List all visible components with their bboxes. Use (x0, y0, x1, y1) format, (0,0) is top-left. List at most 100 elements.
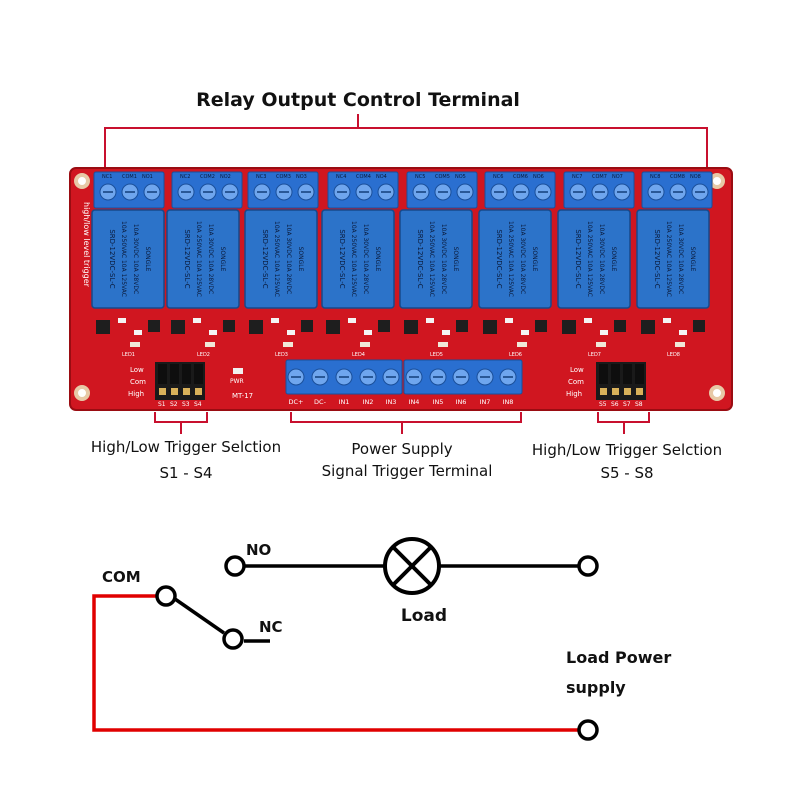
mounting-holes (74, 173, 725, 401)
relay-text: 10A 30VDC 10A 28VDC (132, 224, 139, 294)
relay-text: SRD-12VDC-SL-C (183, 229, 191, 288)
jumper-right-row-com: Com (568, 378, 584, 386)
transistor (378, 320, 390, 332)
relay-text: 10A 30VDC 10A 28VDC (598, 224, 605, 294)
terminal-label: COM4 (356, 174, 371, 180)
input-pin-label: IN4 (409, 398, 420, 406)
resistor (193, 318, 201, 323)
com-terminal (155, 585, 177, 607)
jumper-pin (195, 388, 202, 395)
load-label: Load (401, 606, 447, 626)
jumper-block-right: Low Com High S5 S6 S7 S8 (566, 362, 646, 408)
terminal-label: NO3 (296, 174, 307, 180)
resistor (600, 330, 608, 335)
jumper-cap (194, 364, 203, 384)
jumper-left-s1: S1 (158, 401, 166, 408)
terminal-label: NC2 (180, 174, 190, 180)
jumper-left-row-low: Low (130, 366, 144, 374)
led (360, 342, 370, 347)
relay-text: SRD-12VDC-SL-C (261, 229, 269, 288)
input-pin-label: IN7 (480, 398, 491, 406)
side-text: high/low level trigger (82, 202, 91, 288)
jumper-right-row-low: Low (570, 366, 584, 374)
relay-text: SONGLE (689, 247, 696, 272)
resistor (679, 330, 687, 335)
resistor (271, 318, 279, 323)
callout-center (290, 412, 522, 434)
optocoupler (404, 320, 418, 334)
terminal-label: NO5 (455, 174, 466, 180)
callout-left (154, 412, 208, 434)
relay-text: 10A 250VAC 10A 125VAC (273, 221, 280, 297)
jumper-right-s7: S7 (623, 401, 631, 408)
relay-schematic: NO COM NC Load Load Power supply (92, 537, 671, 741)
jumper-cap (611, 364, 620, 384)
led (596, 342, 606, 347)
resistor (364, 330, 372, 335)
jumper-pin (600, 388, 607, 395)
jumper-pin (612, 388, 619, 395)
jumper-block-left: Low Com High S1 S2 S3 S4 (128, 362, 205, 408)
led (205, 342, 215, 347)
terminal-label: COM5 (435, 174, 450, 180)
relay-text: SRD-12VDC-SL-C (338, 229, 346, 288)
jumper-right-s8: S8 (635, 401, 643, 408)
relay-text: SONGLE (531, 247, 538, 272)
relay-output-bracket (104, 114, 708, 180)
relay-text: SRD-12VDC-SL-C (416, 229, 424, 288)
jumper-cap (599, 364, 608, 384)
input-pin-label: IN2 (363, 398, 374, 406)
terminal-label: NO1 (142, 174, 153, 180)
led (438, 342, 448, 347)
black-wires (174, 564, 579, 643)
relay-output-label: Relay Output Control Terminal (196, 89, 520, 111)
terminal-label: COM7 (592, 174, 607, 180)
led-label: LED2 (197, 352, 210, 358)
led-label: LED6 (509, 352, 522, 358)
terminal-label: NO6 (533, 174, 544, 180)
relay-text: SONGLE (374, 247, 381, 272)
jumper-cap (182, 364, 191, 384)
relay-text: 10A 30VDC 10A 28VDC (440, 224, 447, 294)
input-pin-label: DC- (314, 398, 327, 406)
resistor (134, 330, 142, 335)
relay-text: 10A 30VDC 10A 28VDC (677, 224, 684, 294)
load-lamp-icon (383, 537, 441, 595)
relay-row: SRD-12VDC-SL-C 10A 250VAC 10A 125VAC 10A 3… (91, 209, 710, 309)
relay-text: 10A 250VAC 10A 125VAC (586, 221, 593, 297)
input-pin-label: IN8 (503, 398, 514, 406)
hl-left-line2: S1 - S4 (159, 464, 212, 482)
resistor (521, 330, 529, 335)
terminal-label: NC7 (572, 174, 582, 180)
optocoupler (326, 320, 340, 334)
jumper-right-s5: S5 (599, 401, 607, 408)
led-label: LED1 (122, 352, 135, 358)
relay-text: 10A 250VAC 10A 125VAC (195, 221, 202, 297)
power-line2: Signal Trigger Terminal (322, 462, 493, 480)
relay-text: 10A 30VDC 10A 28VDC (362, 224, 369, 294)
relay: SRD-12VDC-SL-C 10A 250VAC 10A 125VAC 10A 3… (166, 209, 240, 309)
transistor (693, 320, 705, 332)
relay-text: SRD-12VDC-SL-C (495, 229, 503, 288)
led (517, 342, 527, 347)
input-pin-label: DC+ (289, 398, 304, 406)
terminal-label: COM2 (200, 174, 215, 180)
relay-text: 10A 250VAC 10A 125VAC (507, 221, 514, 297)
relay-text: SONGLE (610, 247, 617, 272)
supply-wire (92, 594, 578, 732)
transistor (614, 320, 626, 332)
relay-text: 10A 30VDC 10A 28VDC (207, 224, 214, 294)
